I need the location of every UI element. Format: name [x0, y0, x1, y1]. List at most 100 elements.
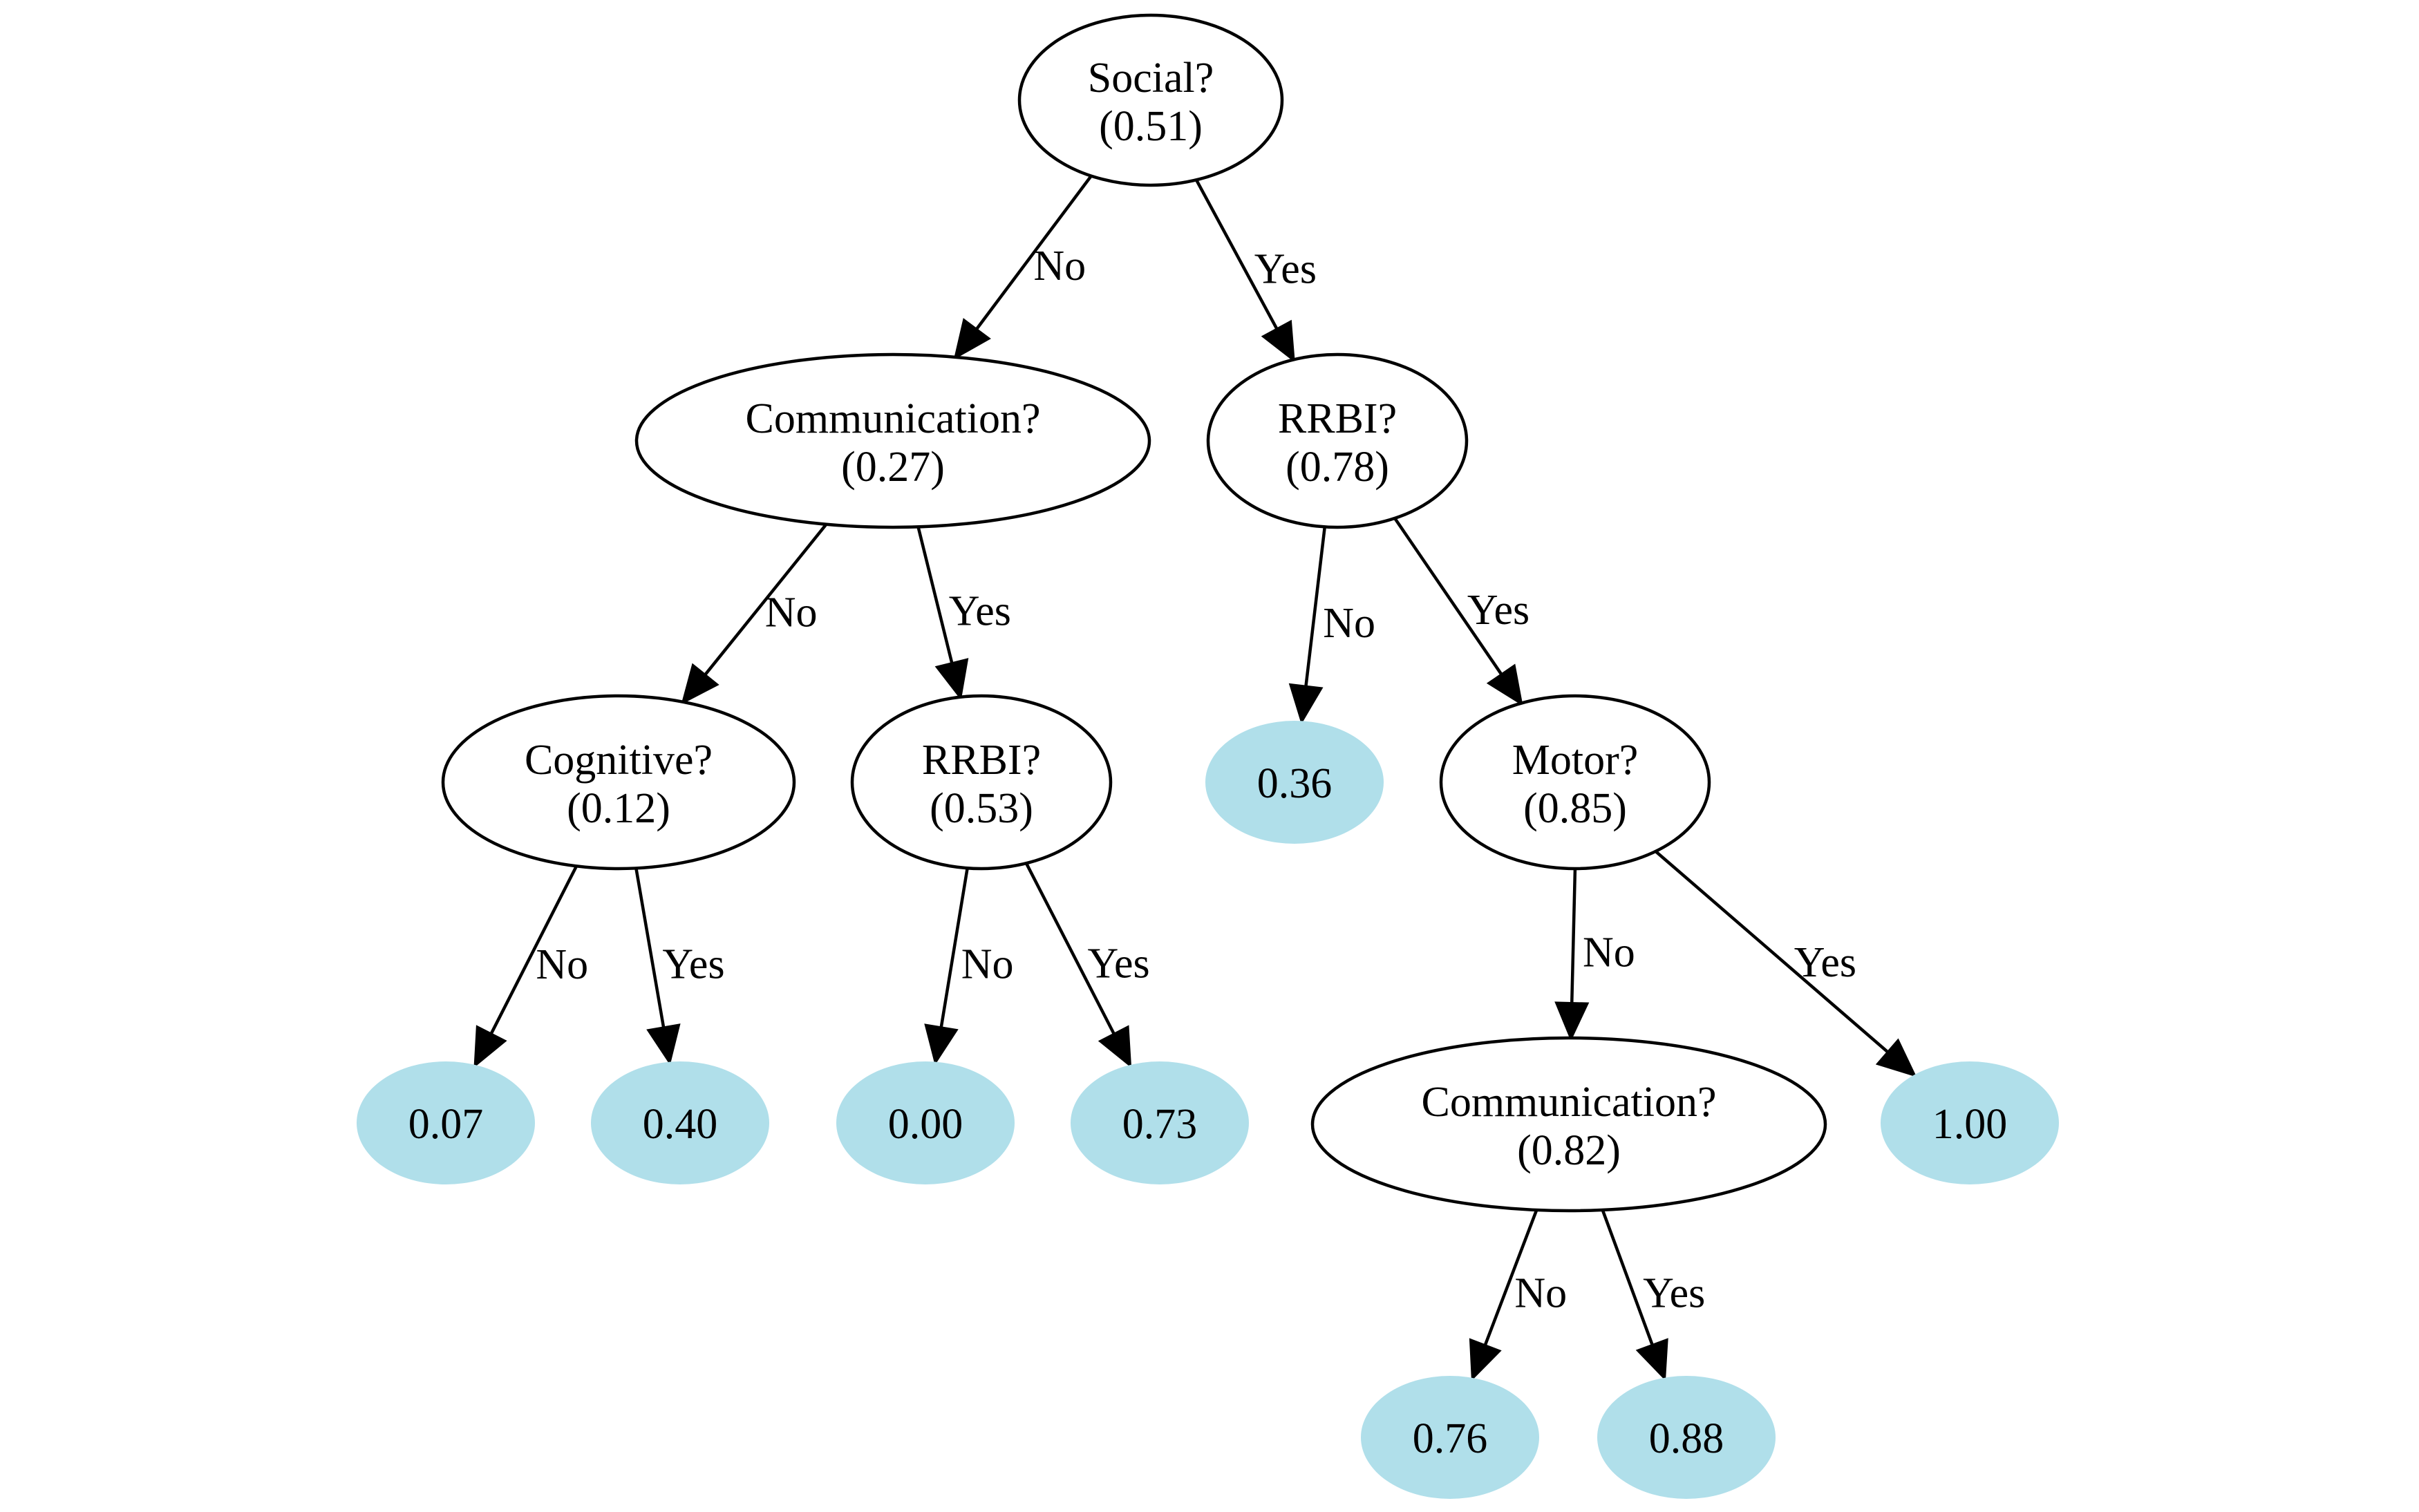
edge-label: Yes: [1087, 940, 1149, 987]
node-value: (0.12): [567, 785, 670, 832]
leaf-value: 1.00: [1932, 1101, 2008, 1148]
edge-label: No: [1323, 600, 1375, 647]
leaf-ellipse: [1071, 1061, 1249, 1184]
arrowhead-icon: [1486, 663, 1523, 706]
node-question: Communication?: [745, 395, 1040, 442]
node-ellipse: [850, 694, 1113, 871]
arrowhead-icon: [1261, 319, 1295, 363]
leaf-ellipse: [357, 1061, 535, 1184]
arrowhead-icon: [1469, 1338, 1502, 1381]
edge-motor-to-leaf100: Yes: [1653, 849, 1917, 1077]
leaf-node-leaf040: 0.40: [591, 1061, 769, 1184]
decision-node-social: Social?(0.51): [1017, 13, 1284, 187]
leaf-node-leaf100: 1.00: [1881, 1061, 2059, 1184]
arrowhead-icon: [1635, 1338, 1668, 1381]
edge-label: Yes: [1643, 1269, 1705, 1316]
node-question: Communication?: [1421, 1079, 1716, 1126]
edge-line: [1393, 516, 1503, 676]
edge-label: Yes: [1467, 587, 1529, 634]
leaf-value: 0.40: [643, 1101, 718, 1148]
edge-label: No: [765, 589, 818, 636]
leaf-value: 0.36: [1257, 760, 1333, 807]
node-ellipse: [441, 694, 796, 871]
edge-line: [489, 864, 579, 1035]
edge-label: No: [1033, 243, 1086, 290]
node-ellipse: [634, 352, 1151, 529]
node-question: Cognitive?: [525, 737, 713, 784]
leaf-ellipse: [1361, 1376, 1539, 1499]
arrowhead-icon: [934, 658, 969, 701]
leaf-value: 0.07: [408, 1101, 484, 1148]
arrowhead-icon: [1875, 1038, 1917, 1077]
edge-motor-to-comm2: No: [1554, 867, 1635, 1041]
decision-node-rrbi1: RRBI?(0.78): [1206, 352, 1469, 529]
arrowhead-icon: [473, 1025, 507, 1068]
leaf-node-leaf088: 0.88: [1597, 1376, 1776, 1499]
edge-social-to-rrbi1: Yes: [1194, 178, 1317, 363]
edge-line: [1653, 849, 1890, 1054]
leaf-ellipse: [591, 1061, 769, 1184]
edge-label: No: [1583, 929, 1635, 976]
edge-comm1-to-rrbi2: Yes: [916, 525, 1011, 701]
edge-line: [1600, 1208, 1655, 1346]
edge-cognitive-to-leaf007: No: [473, 864, 588, 1068]
leaf-value: 0.76: [1413, 1415, 1488, 1462]
decision-node-comm1: Communication?(0.27): [634, 352, 1151, 529]
decision-node-cognitive: Cognitive?(0.12): [441, 694, 796, 871]
node-question: RRBI?: [1278, 395, 1397, 442]
edge-label: Yes: [662, 941, 724, 988]
decision-node-comm2: Communication?(0.82): [1310, 1036, 1827, 1213]
edge-label: No: [536, 941, 588, 988]
edge-comm2-to-leaf076: No: [1469, 1208, 1567, 1381]
arrowhead-icon: [1098, 1025, 1132, 1068]
edge-line: [916, 525, 954, 664]
edge-line: [939, 866, 970, 1028]
edge-line: [1570, 867, 1577, 1004]
leaf-ellipse: [1205, 721, 1384, 844]
nodes-layer: Social?(0.51)Communication?(0.27)RRBI?(0…: [357, 13, 2059, 1499]
node-ellipse: [1017, 13, 1284, 187]
arrowhead-icon: [924, 1023, 959, 1066]
node-ellipse: [1206, 352, 1469, 529]
edge-line: [975, 173, 1093, 331]
edge-label: No: [1514, 1269, 1567, 1316]
arrowhead-icon: [681, 663, 719, 705]
leaf-node-leaf000: 0.00: [836, 1061, 1015, 1184]
edge-comm1-to-cognitive: No: [681, 522, 829, 705]
node-value: (0.51): [1099, 103, 1203, 150]
edge-line: [1483, 1208, 1539, 1346]
edge-rrbi2-to-leaf000: No: [924, 866, 1014, 1066]
node-question: Social?: [1088, 55, 1214, 102]
edge-social-to-comm1: No: [953, 173, 1093, 360]
arrowhead-icon: [953, 318, 991, 360]
leaf-ellipse: [836, 1061, 1015, 1184]
edge-label: No: [961, 941, 1014, 987]
edge-label: Yes: [949, 588, 1011, 635]
edge-line: [1304, 525, 1327, 687]
node-question: Motor?: [1512, 737, 1639, 784]
edge-line: [704, 522, 829, 677]
decision-node-motor: Motor?(0.85): [1439, 694, 1711, 871]
arrowhead-icon: [1288, 683, 1324, 725]
node-value: (0.85): [1523, 785, 1627, 832]
node-value: (0.53): [930, 785, 1033, 832]
node-ellipse: [1310, 1036, 1827, 1213]
leaf-node-leaf007: 0.07: [357, 1061, 535, 1184]
leaf-node-leaf073: 0.73: [1071, 1061, 1249, 1184]
edge-line: [1194, 178, 1279, 330]
leaf-node-leaf036: 0.36: [1205, 721, 1384, 844]
edge-cognitive-to-leaf040: Yes: [634, 867, 725, 1066]
edge-line: [1024, 861, 1116, 1035]
decision-node-rrbi2: RRBI?(0.53): [850, 694, 1113, 871]
node-value: (0.78): [1286, 444, 1389, 491]
edge-rrbi1-to-leaf036: No: [1288, 525, 1375, 725]
leaf-ellipse: [1597, 1376, 1776, 1499]
leaf-ellipse: [1881, 1061, 2059, 1184]
leaf-node-leaf076: 0.76: [1361, 1376, 1539, 1499]
node-ellipse: [1439, 694, 1711, 871]
leaf-value: 0.88: [1649, 1415, 1724, 1462]
edge-rrbi2-to-leaf073: Yes: [1024, 861, 1150, 1068]
arrowhead-icon: [1554, 1001, 1590, 1041]
